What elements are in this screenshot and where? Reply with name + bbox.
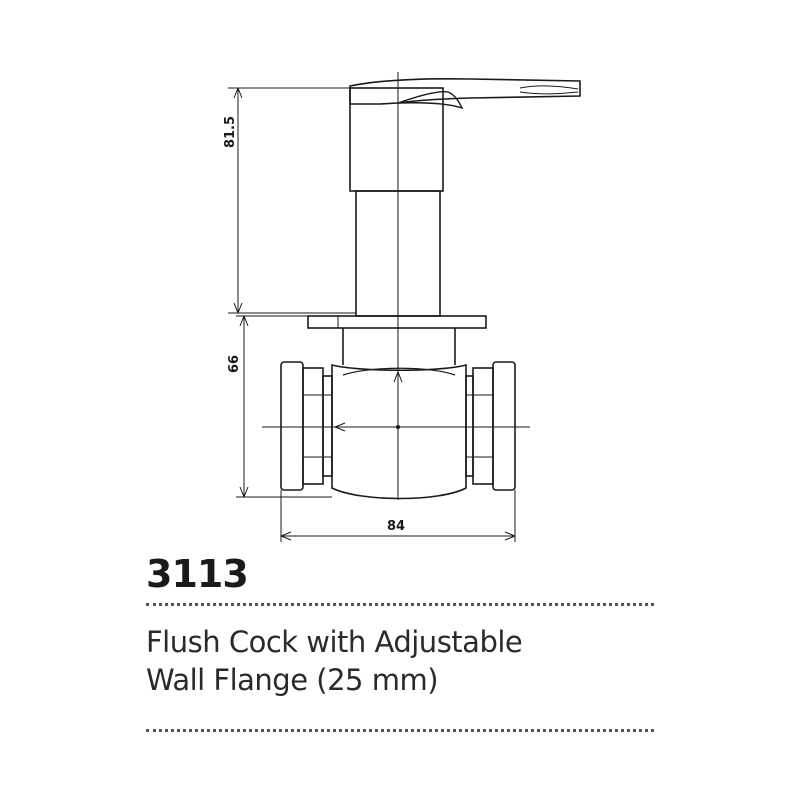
product-description-line-2: Wall Flange (25 mm) — [146, 663, 439, 697]
dimension-height-top — [228, 87, 356, 314]
product-code: 3113 — [146, 552, 249, 596]
valve-body-top-curve — [342, 367, 456, 376]
dimension-label-height-top: 81.5 — [223, 116, 238, 148]
divider-top — [146, 603, 654, 606]
dimension-label-width: 84 — [387, 519, 405, 534]
bonnet-neck — [342, 328, 456, 365]
dimension-label-height-bottom: 66 — [227, 355, 242, 373]
lever-handle — [349, 77, 581, 110]
axis-arrows — [334, 371, 403, 432]
dimension-height-bottom — [236, 315, 332, 498]
left-connector — [280, 361, 333, 491]
product-description-line-1: Flush Cock with Adjustable — [146, 625, 523, 659]
dimension-width — [280, 490, 516, 542]
valve-body — [331, 363, 467, 500]
right-connector — [465, 361, 516, 491]
technical-drawing: 81.5 66 84 — [223, 72, 581, 542]
wall-flange — [307, 315, 487, 329]
divider-bottom — [146, 729, 654, 732]
product-description: Flush Cock with Adjustable Wall Flange (… — [146, 623, 706, 699]
